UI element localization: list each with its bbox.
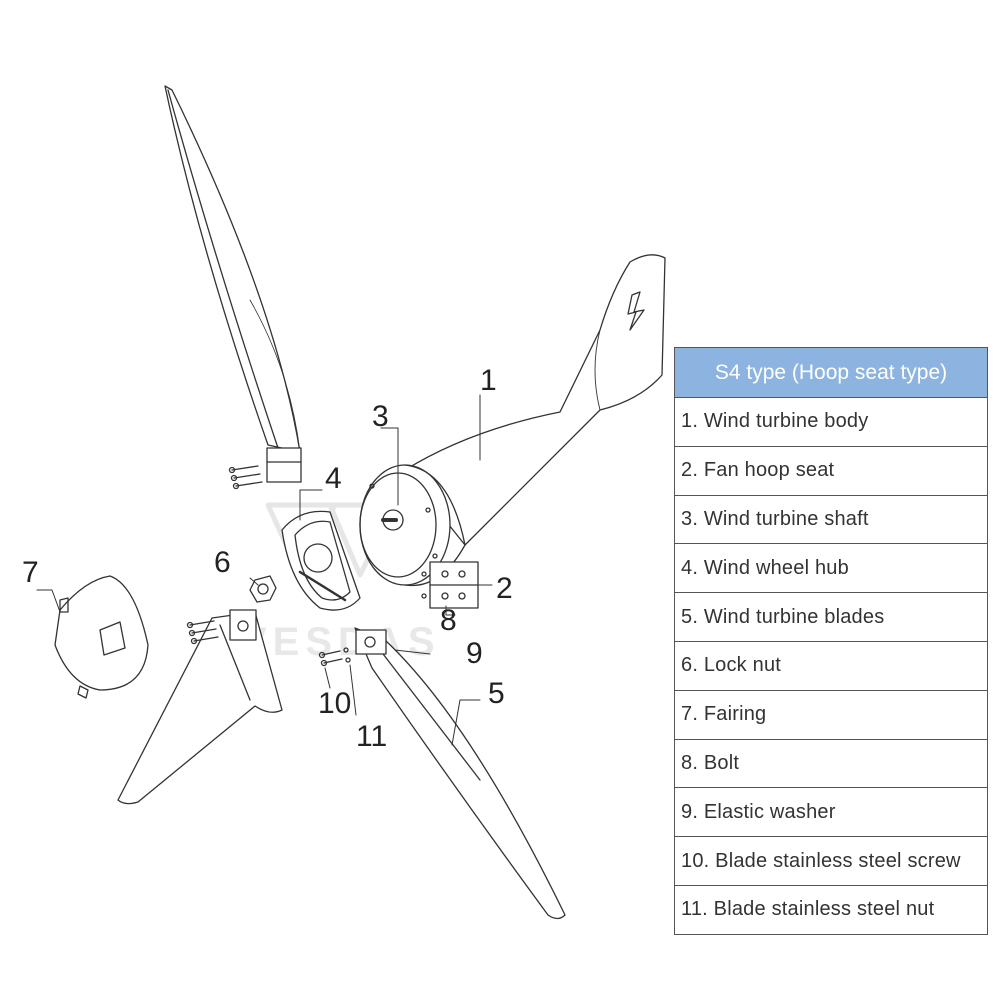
legend-item: 9. Elastic washer (675, 788, 987, 838)
callout-1: 1 (480, 364, 497, 397)
turbine-shaft (381, 509, 404, 531)
callout-9: 9 (466, 637, 483, 670)
legend-item: 3. Wind turbine shaft (675, 496, 987, 545)
callout-4: 4 (325, 462, 342, 495)
left-lower-blade (117, 609, 283, 805)
fairing (54, 575, 149, 699)
turbine-body (359, 254, 666, 587)
left-blade-bolts (186, 620, 219, 645)
legend-item: 7. Fairing (675, 691, 987, 740)
callout-11: 11 (356, 720, 387, 753)
callout-5: 5 (488, 677, 505, 710)
callout-10: 10 (318, 687, 351, 720)
parts-legend-table: S4 type (Hoop seat type) 1. Wind turbine… (674, 347, 988, 935)
legend-item: 1. Wind turbine body (675, 398, 987, 447)
legend-item: 6. Lock nut (675, 642, 987, 691)
callout-7: 7 (22, 556, 39, 589)
watermark-text: VESDAS (240, 620, 441, 664)
lock-nut (249, 575, 277, 603)
callout-2: 2 (496, 572, 513, 605)
callout-8: 8 (440, 604, 457, 637)
callout-6: 6 (214, 546, 231, 579)
top-blade-bolts (228, 465, 263, 490)
legend-item: 4. Wind wheel hub (675, 544, 987, 594)
hoop-seat (421, 561, 479, 609)
right-lower-blade (354, 627, 566, 920)
top-blade (164, 85, 302, 483)
leader-lines (36, 394, 493, 746)
legend-item: 8. Bolt (675, 740, 987, 789)
wind-wheel-hub (281, 510, 361, 611)
legend-item: 2. Fan hoop seat (675, 447, 987, 496)
legend-item: 5. Wind turbine blades (675, 593, 987, 642)
legend-item: 11. Blade stainless steel nut (675, 886, 987, 935)
callout-3: 3 (372, 400, 389, 433)
right-blade-bolts (318, 647, 351, 667)
legend-title: S4 type (Hoop seat type) (675, 348, 987, 398)
legend-item: 10. Blade stainless steel screw (675, 837, 987, 886)
